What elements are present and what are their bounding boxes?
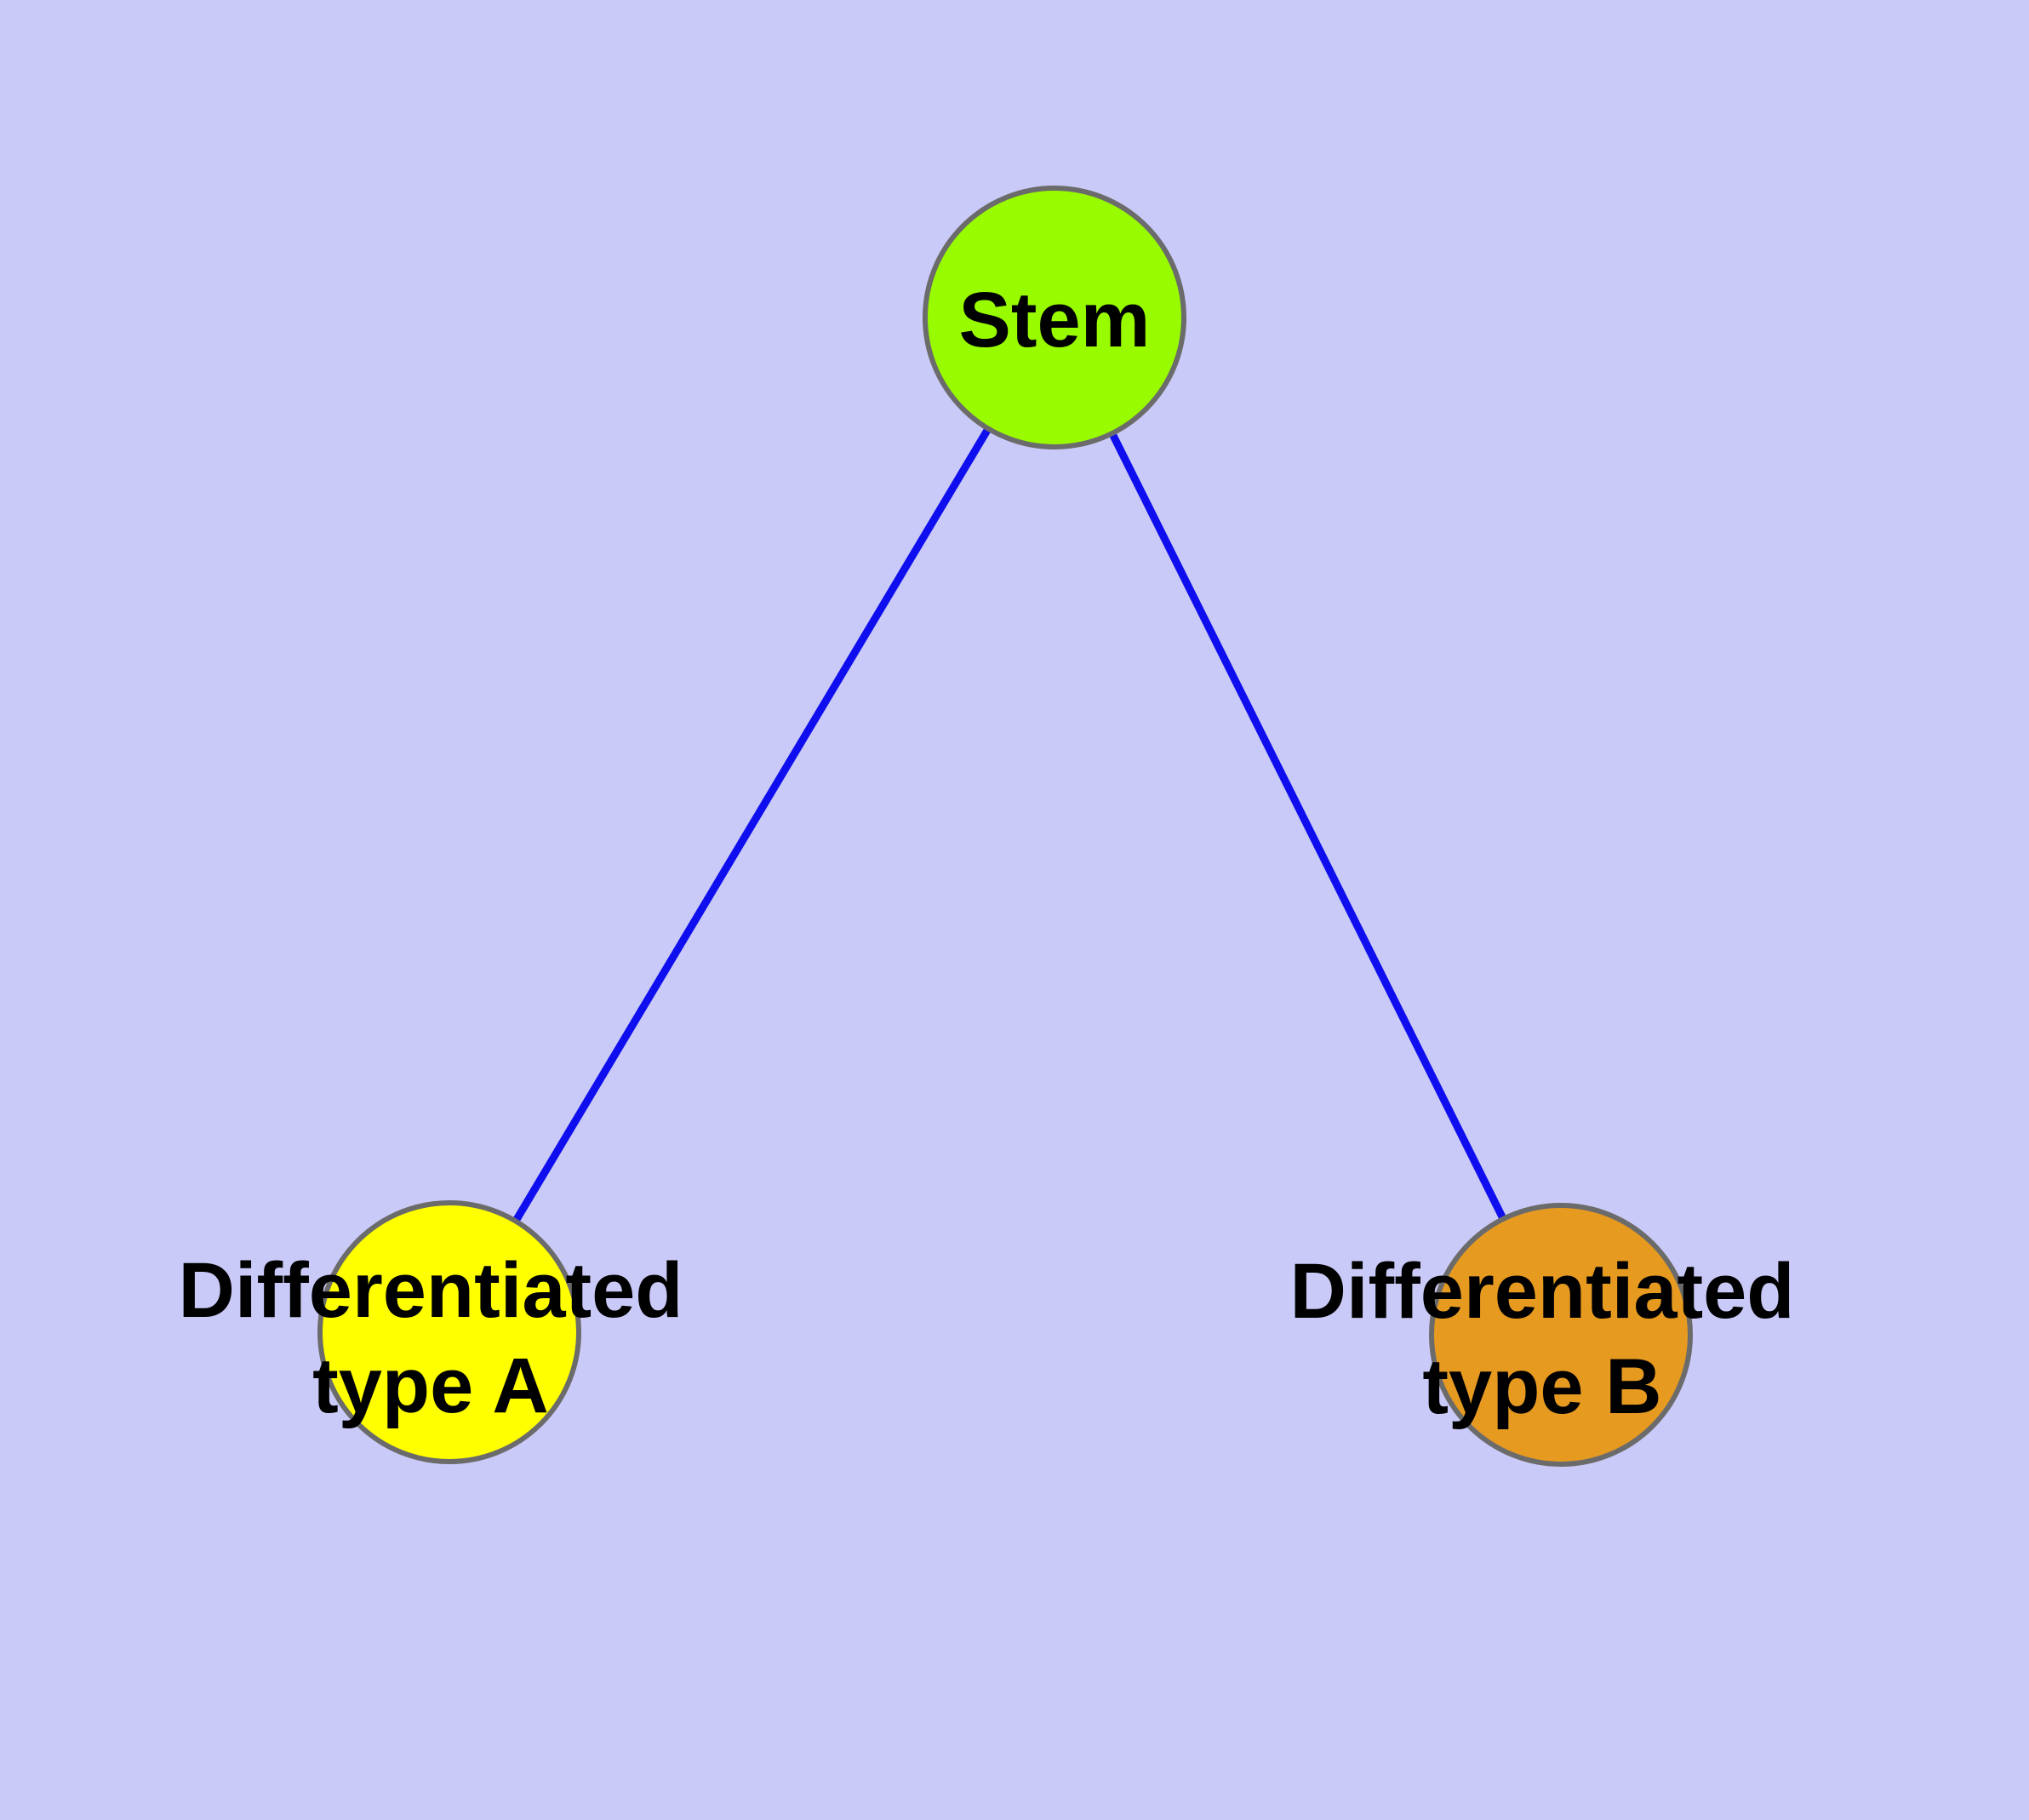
differentiated-type-a-label-line2: type A bbox=[312, 1342, 549, 1429]
stem-node-label: Stem bbox=[958, 277, 1151, 363]
stem-node-circle bbox=[923, 186, 1186, 449]
edge-stem-to-type-a bbox=[446, 315, 1058, 1335]
differentiated-type-b-label-line1: Differentiated bbox=[1289, 1248, 1795, 1335]
differentiated-type-a-label-line1: Differentiated bbox=[178, 1247, 683, 1334]
differentiated-type-a-node-label: Differentiated type A bbox=[179, 1243, 683, 1434]
differentiated-type-b-node-circle bbox=[1429, 1203, 1693, 1467]
differentiated-type-b-label-line2: type B bbox=[1422, 1343, 1662, 1430]
differentiated-type-a-node-circle bbox=[317, 1200, 581, 1464]
differentiated-type-b-node-label: Differentiated type B bbox=[1290, 1244, 1795, 1434]
edge-stem-to-type-b bbox=[1050, 315, 1565, 1337]
